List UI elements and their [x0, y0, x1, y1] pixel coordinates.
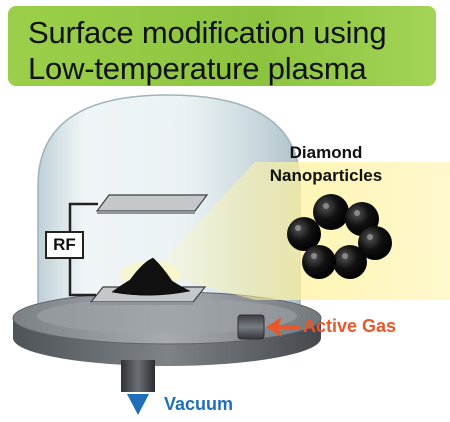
nanoparticles-label-line-2: Nanoparticles	[269, 166, 383, 185]
rf-wire-bottom	[68, 257, 96, 297]
vacuum-label: Vacuum	[164, 394, 234, 414]
vacuum-arrow-icon	[127, 394, 149, 415]
gas-inlet-pipe	[237, 314, 265, 340]
active-gas-arrow-icon	[266, 317, 300, 337]
vacuum-pipe	[121, 360, 155, 392]
rf-wire-top	[68, 202, 98, 233]
nanoparticle-pile	[111, 257, 191, 296]
nanoparticle-cluster	[287, 194, 392, 279]
nanoparticle	[302, 245, 336, 279]
nanoparticle	[333, 245, 367, 279]
rf-label: RF	[45, 231, 84, 259]
active-gas-label: Active Gas	[303, 316, 397, 336]
upper-electrode	[95, 194, 209, 212]
title-line-1: Surface modification using	[28, 15, 387, 50]
nanoparticle	[287, 217, 321, 251]
title-line-2: Low-temperature plasma	[28, 51, 367, 86]
nanoparticle	[358, 226, 392, 260]
nanoparticle	[313, 194, 349, 230]
nanoparticles-label-line-1: Diamond	[289, 143, 363, 162]
title-banner: Surface modification using Low-temperatu…	[8, 6, 436, 86]
nanoparticles-label: Diamond Nanoparticles	[261, 141, 391, 187]
